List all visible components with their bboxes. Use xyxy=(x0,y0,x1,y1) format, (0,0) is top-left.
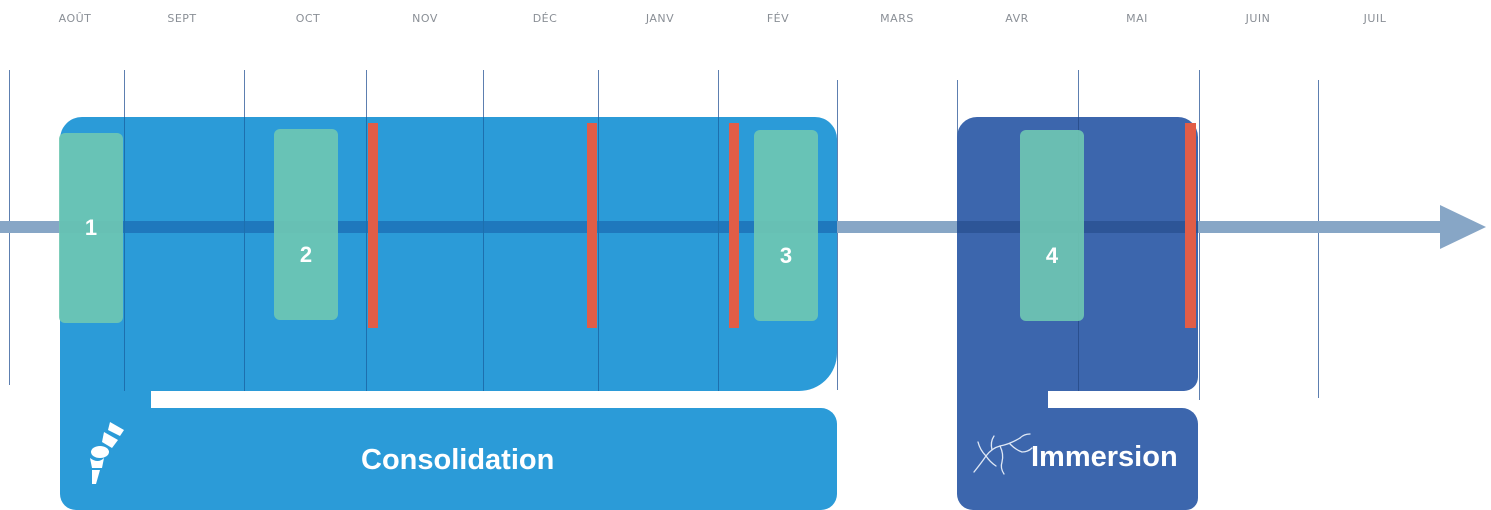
phase-number-2: 2 xyxy=(299,241,313,267)
phase-marker-4: 4 xyxy=(1020,130,1084,321)
timeline-arrowhead xyxy=(1440,205,1486,249)
phase-number-1: 1 xyxy=(84,215,98,240)
month-divider xyxy=(366,117,367,391)
milestone-marker xyxy=(729,123,739,328)
consolidation-label-box xyxy=(60,408,837,510)
month-divider xyxy=(483,117,484,391)
month-divider xyxy=(718,117,719,391)
immersion-label-box xyxy=(957,408,1198,510)
month-label-mai: MAI xyxy=(1126,12,1148,25)
joint-icon xyxy=(90,422,124,484)
month-divider xyxy=(837,80,838,390)
month-label-dec: DÉC xyxy=(532,12,558,25)
consolidation-block xyxy=(60,117,837,391)
month-label-fev: FÉV xyxy=(766,12,790,25)
month-label-aout: AOÛT xyxy=(58,12,92,25)
month-divider xyxy=(1318,80,1319,398)
milestone-marker xyxy=(587,123,597,328)
month-divider xyxy=(598,117,599,391)
month-label-avr: AVR xyxy=(1005,12,1029,25)
phase-marker-2: 2 xyxy=(274,129,338,320)
immersion-label: Immersion xyxy=(1031,441,1178,473)
phase-number-4: 4 xyxy=(1045,242,1059,268)
month-divider xyxy=(1199,70,1200,400)
month-label-sept: SEPT xyxy=(167,12,197,25)
phase-marker-3: 3 xyxy=(754,130,818,321)
milestone-marker xyxy=(1185,123,1196,328)
month-label-nov: NOV xyxy=(412,12,438,25)
month-divider xyxy=(244,117,245,391)
month-label-janv: JANV xyxy=(645,12,675,25)
month-label-juil: JUIL xyxy=(1363,12,1387,25)
neuron-icon xyxy=(973,433,1033,475)
month-divider xyxy=(124,117,125,391)
month-label-juin: JUIN xyxy=(1245,12,1271,25)
consolidation-label: Consolidation xyxy=(361,444,555,476)
month-label-oct: OCT xyxy=(295,12,321,25)
month-label-mars: MARS xyxy=(880,12,914,25)
consolidation-axis-segment xyxy=(60,221,837,233)
milestone-marker xyxy=(368,123,378,328)
phase-marker-1: 1 xyxy=(59,133,123,323)
phase-number-3: 3 xyxy=(779,242,793,268)
